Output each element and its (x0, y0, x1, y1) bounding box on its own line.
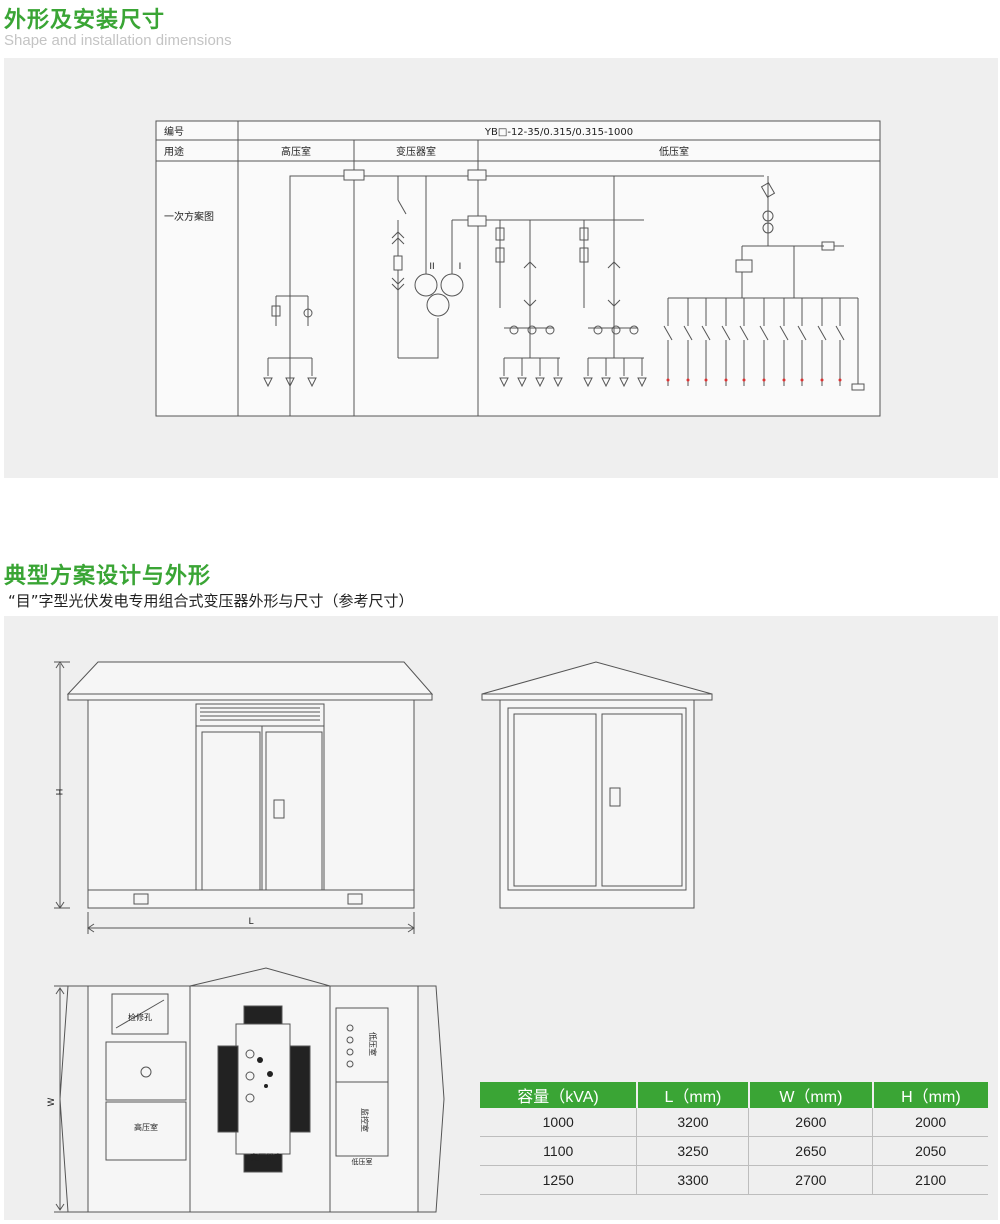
row-label-use: 用途 (164, 145, 184, 158)
cell-length: 3250 (636, 1136, 750, 1166)
table-row: 1100 3250 2650 2050 (480, 1136, 988, 1166)
model-number: YB□-12-35/0.315/0.315-1000 (484, 127, 633, 138)
cell-width: 2600 (748, 1108, 874, 1137)
table-row: 1250 3300 2700 2100 (480, 1165, 988, 1195)
plan-low-voltage-compartment-label: 低压室 (368, 1032, 378, 1056)
row-label-number: 编号 (164, 125, 184, 138)
winding-2-label: II (429, 262, 434, 272)
cell-width: 2700 (748, 1165, 874, 1195)
scheme-panel: 编号 YB□-12-35/0.315/0.315-1000 用途 高压室 变压器… (4, 58, 998, 478)
section-title-typical: 典型方案设计与外形 (4, 564, 212, 589)
plan-transformer-room-label: 变压器室 (250, 1152, 282, 1162)
cell-capacity: 1100 (480, 1136, 638, 1166)
cell-length: 3200 (636, 1108, 750, 1137)
drawing-caption: “目”字型光伏发电专用组合式变压器外形与尺寸（参考尺寸） (8, 592, 414, 610)
cell-height: 2100 (872, 1165, 988, 1195)
winding-1-label: I (459, 262, 462, 272)
col-high-voltage-room: 高压室 (281, 145, 311, 158)
single-line-diagram: 编号 YB□-12-35/0.315/0.315-1000 用途 高压室 变压器… (155, 120, 881, 417)
dimension-l-label: L (248, 917, 253, 927)
dimension-table-header: 容量（kVA) L（mm) W（mm) H（mm) (480, 1082, 988, 1108)
plan-high-voltage-room-label: 高压室 (134, 1122, 158, 1132)
cell-capacity: 1250 (480, 1165, 638, 1195)
inspection-hole-label: 检修孔 (128, 1012, 152, 1022)
cell-height: 2050 (872, 1136, 988, 1166)
outline-drawings: H L W 检修孔 高压室 变压器室 低压室 监控室 低压室 (47, 661, 713, 1213)
section-title-shape: 外形及安装尺寸 (4, 8, 166, 33)
cell-width: 2650 (748, 1136, 874, 1166)
dimension-table: 容量（kVA) L（mm) W（mm) H（mm) 1000 3200 2600… (480, 1082, 988, 1195)
plan-low-voltage-room-label: 低压室 (352, 1157, 373, 1166)
header-width: W（mm) (748, 1082, 874, 1108)
plan-monitor-compartment-label: 监控室 (360, 1108, 370, 1132)
cell-length: 3300 (636, 1165, 750, 1195)
dimension-h-label: H (53, 789, 63, 796)
cell-height: 2000 (872, 1108, 988, 1137)
table-row: 1000 3200 2600 2000 (480, 1108, 988, 1137)
dimension-w-label: W (47, 1097, 57, 1106)
header-capacity: 容量（kVA) (480, 1082, 638, 1108)
col-transformer-room: 变压器室 (396, 145, 436, 158)
cell-capacity: 1000 (480, 1108, 638, 1137)
row-label-primary-scheme: 一次方案图 (164, 210, 214, 223)
col-low-voltage-room: 低压室 (659, 145, 689, 158)
section-subtitle-shape: Shape and installation dimensions (4, 32, 232, 49)
header-height: H（mm) (872, 1082, 988, 1108)
header-length: L（mm) (636, 1082, 750, 1108)
